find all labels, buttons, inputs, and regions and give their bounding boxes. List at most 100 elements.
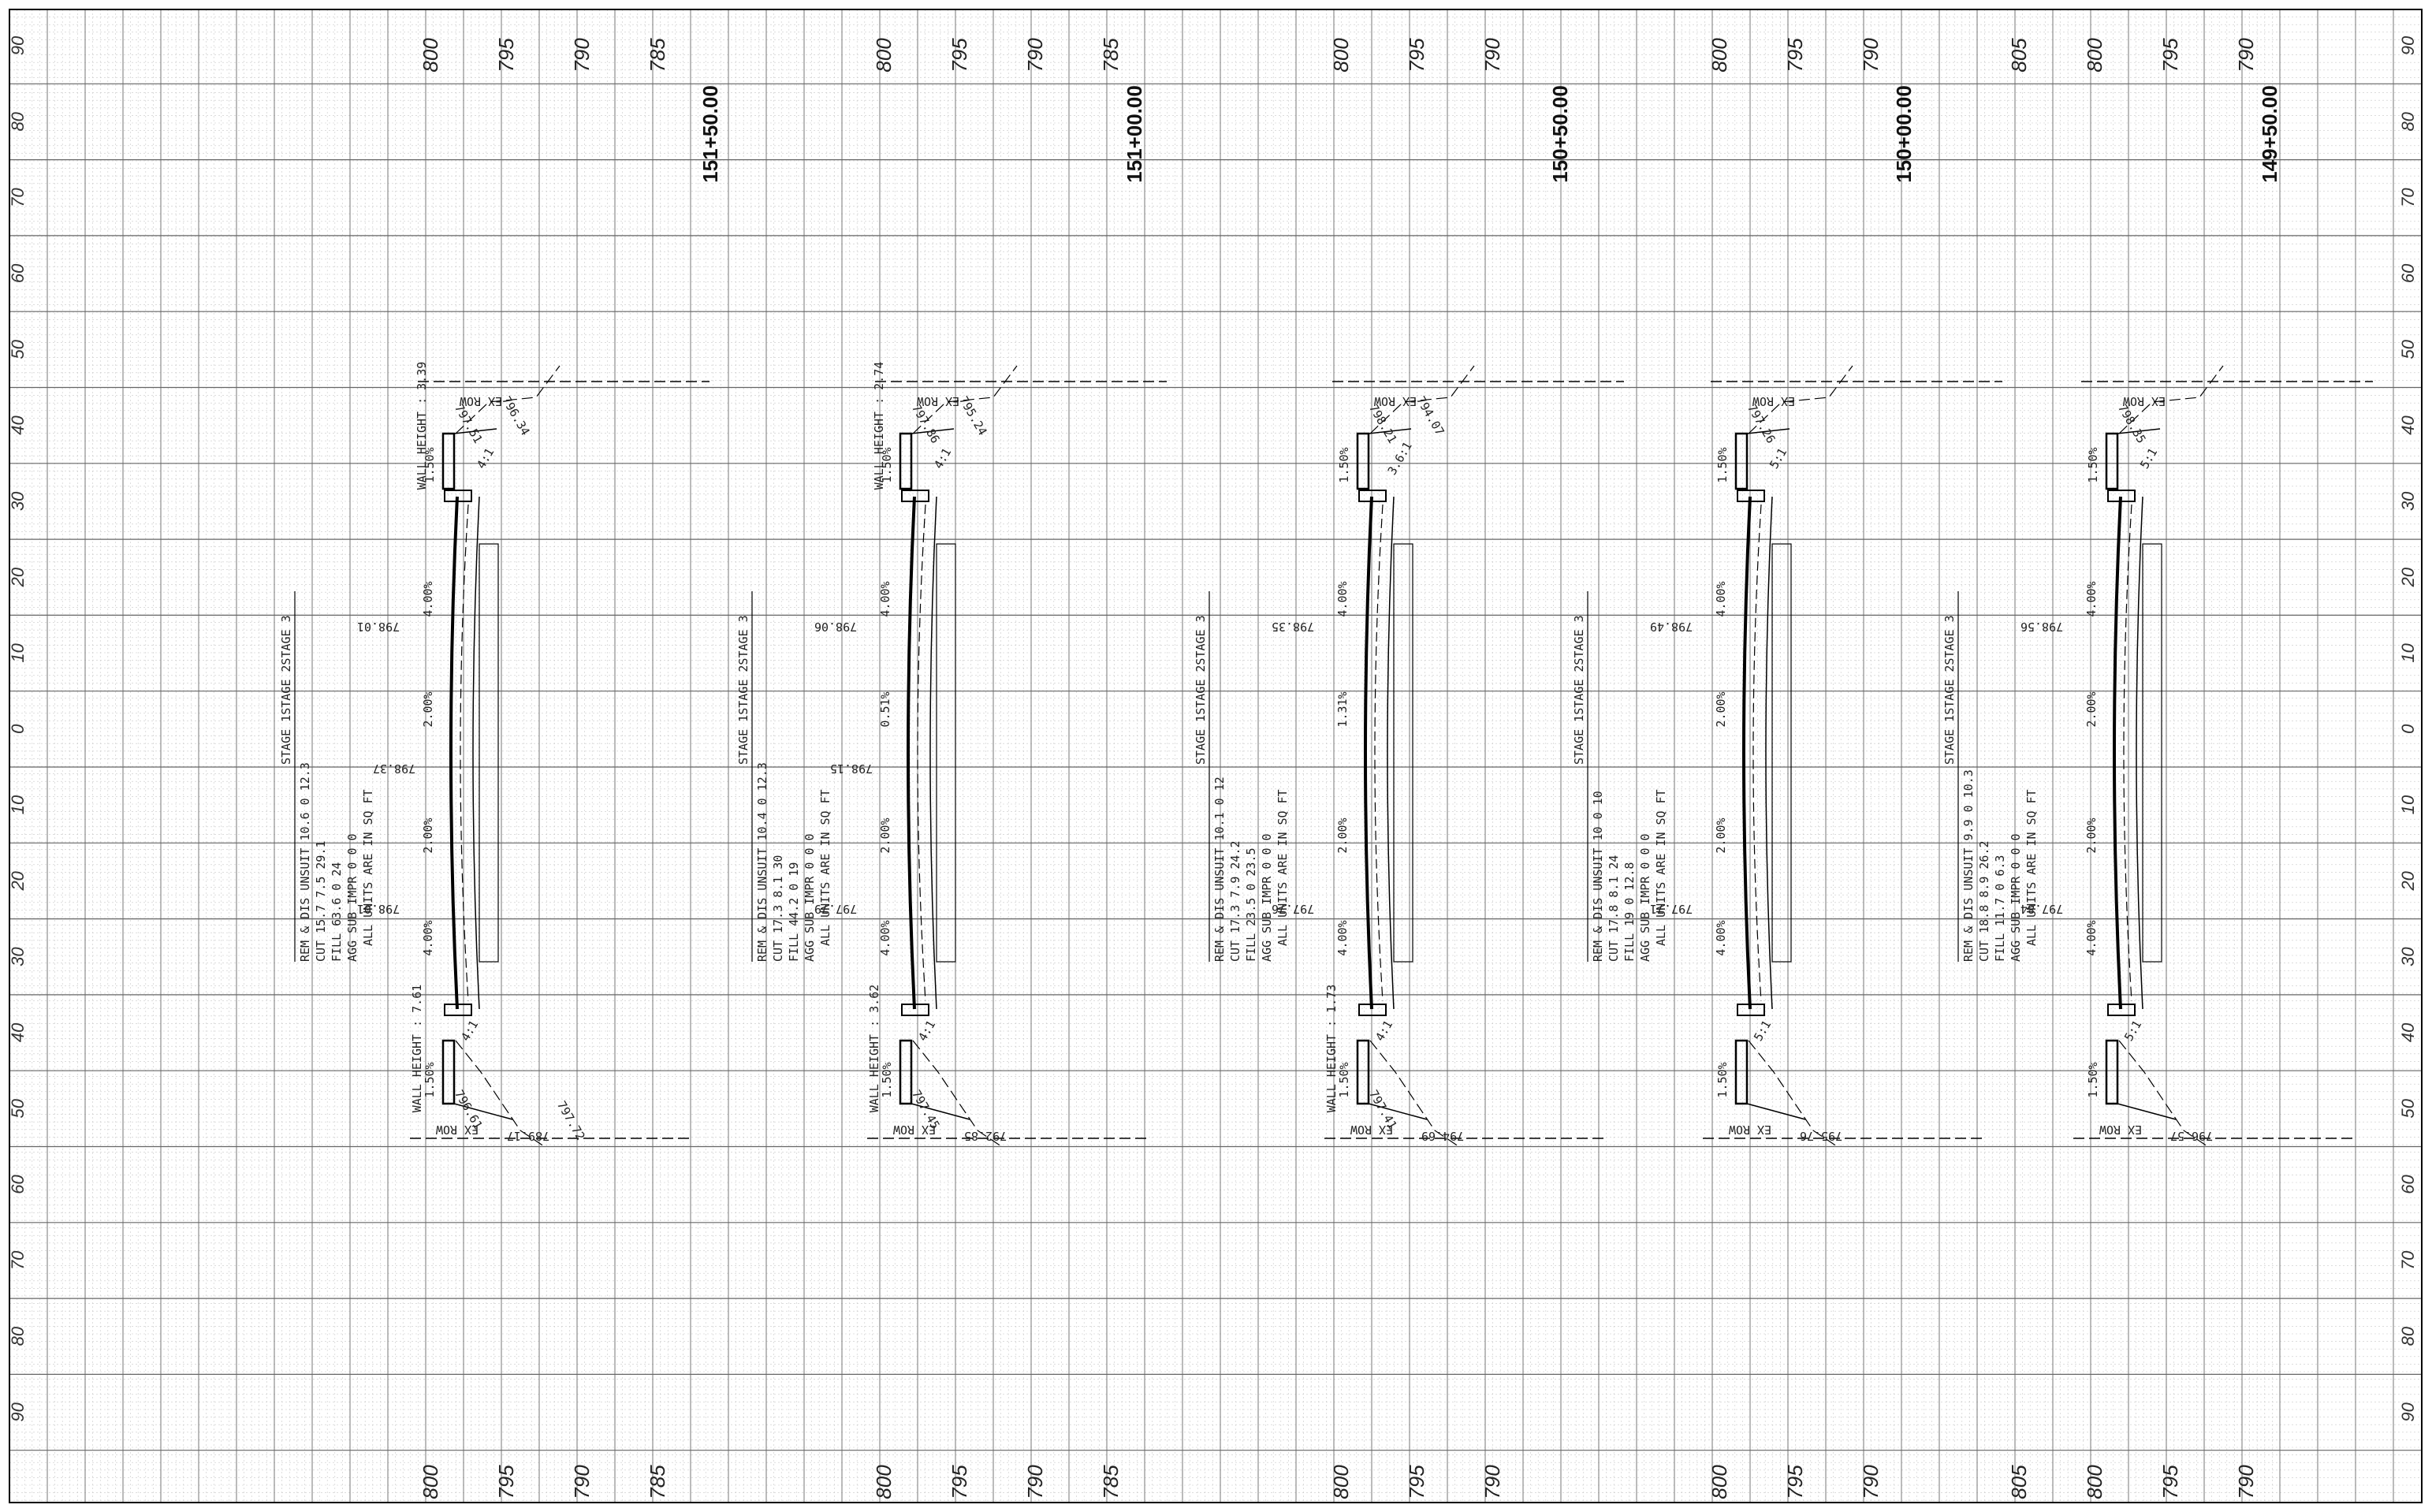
elevation-label-top: 795 <box>1405 38 1428 73</box>
right-axis-label: 30 <box>2398 491 2418 511</box>
left-axis-label: 40 <box>8 1022 28 1042</box>
curb-top <box>1737 490 1765 502</box>
elevation-label-top: 800 <box>2083 38 2106 73</box>
major-grid <box>9 9 2422 1503</box>
right-axis-label: 40 <box>2398 1022 2418 1042</box>
slope-ratio-bottom: 5:1 <box>1751 1018 1774 1043</box>
curb-bottom <box>1737 1004 1765 1016</box>
slope-ratio-top: 4:1 <box>931 445 954 471</box>
elevation-label-bottom: 790 <box>1023 1465 1047 1499</box>
cross-slope-label: 2.00% <box>421 817 435 853</box>
slope-line-bottom <box>2118 1040 2208 1147</box>
left-axis-label: 20 <box>8 870 28 891</box>
table-row: REM & DIS UNSUIT 9.9 0 10.3 <box>1961 769 1976 962</box>
elevation-label-bottom: 795 <box>1405 1465 1428 1499</box>
elevation-label-bottom: 790 <box>1859 1465 1883 1499</box>
pavement-surface <box>1364 496 1373 1010</box>
shoulder-bottom <box>1356 1039 1370 1105</box>
grade-line-bottom <box>2117 1103 2177 1120</box>
units-note: ALL UNITS ARE IN SQ FT <box>1654 789 1668 946</box>
shoulder-bottom <box>441 1039 456 1105</box>
cross-slope-label: 2.00% <box>1714 817 1728 853</box>
existing-ground-line <box>1752 504 1762 1002</box>
elevation-label-bottom: 795 <box>1783 1465 1807 1499</box>
elevation-label-top: 800 <box>1708 38 1731 73</box>
curb-top <box>444 490 472 502</box>
cross-slope-label: 4.00% <box>878 920 892 955</box>
curb-top <box>2107 490 2136 502</box>
table-row: REM & DIS UNSUIT 10.6 0 12.3 <box>298 762 312 962</box>
elevation-bottom-end: 792.85 <box>964 1129 1007 1143</box>
existing-ground-line <box>2123 504 2132 1002</box>
slope-elevation-top: 796.34 <box>499 394 533 438</box>
elevation-label-bottom: 805 <box>2007 1465 2031 1499</box>
cross-slope-label: 2.00% <box>1714 691 1728 727</box>
curb-bottom <box>444 1004 472 1016</box>
slope-ratio-bottom: 4:1 <box>915 1018 938 1043</box>
wall-height-top: WALL HEIGHT : 3.39 <box>415 362 429 490</box>
pavement-surface <box>449 496 459 1010</box>
units-note: ALL UNITS ARE IN SQ FT <box>1276 789 1290 946</box>
grade-line-top <box>1746 428 1790 434</box>
cross-slope-label: 2.00% <box>2084 817 2099 853</box>
pavement-base <box>1387 496 1395 1010</box>
table-row: CUT 17.3 7.9 24.2 <box>1228 840 1242 962</box>
units-note: ALL UNITS ARE IN SQ FT <box>361 789 375 946</box>
left-axis-label: 10 <box>8 642 28 662</box>
cross-slope-label: 4.00% <box>1714 581 1728 616</box>
curb-top <box>901 490 929 502</box>
quantity-table: STAGE 1STAGE 2STAGE 3 REM & DIS UNSUIT 9.… <box>1942 591 2039 962</box>
pavement-base <box>1765 496 1773 1010</box>
ex-row-label-bottom: EX ROW <box>892 1123 936 1137</box>
cross-slope-label: 4.00% <box>1335 920 1350 955</box>
left-axis-label: 70 <box>8 1250 28 1270</box>
station-label: 151+50.00 <box>698 85 722 183</box>
left-axis-label: 20 <box>8 567 28 587</box>
table-row: AGG SUB IMPR 0 0 0 <box>1260 833 1274 962</box>
elevation-center: 798.37 <box>373 762 415 776</box>
elevation-label-bottom: 790 <box>2234 1465 2258 1499</box>
shoulder-slope-top: 1.50% <box>1715 447 1730 482</box>
slope-line-bottom <box>1369 1040 1459 1147</box>
elevation-left: 798.01 <box>357 620 400 634</box>
right-axis-label: 50 <box>2398 339 2418 359</box>
shoulder-bottom <box>899 1039 913 1105</box>
slope-ratio-bottom: 4:1 <box>1372 1018 1395 1043</box>
cross-slope-label: 2.00% <box>1335 817 1350 853</box>
table-row: AGG SUB IMPR 0 0 0 <box>803 833 817 962</box>
station-label: 150+50.00 <box>1548 85 1572 183</box>
elevation-left: 798.56 <box>2020 620 2063 634</box>
station-label: 151+00.00 <box>1123 85 1146 183</box>
elevation-label-top: 790 <box>1023 38 1047 73</box>
curb-bottom <box>901 1004 929 1016</box>
cross-slope-label: 4.00% <box>421 920 435 955</box>
elevation-label-top: 805 <box>2007 38 2031 73</box>
slope-line-bottom <box>912 1040 1002 1147</box>
subbase-box <box>1393 543 1413 963</box>
shoulder-slope-bottom: 1.50% <box>423 1062 437 1097</box>
slope-line-top <box>1369 365 1475 434</box>
slope-ratio-top: 5:1 <box>1767 445 1790 471</box>
right-axis-label: 60 <box>2398 1175 2418 1194</box>
pavement-base <box>472 496 480 1010</box>
left-axis-label: 40 <box>8 415 28 435</box>
table-header: STAGE 1STAGE 2STAGE 3 <box>1572 615 1586 765</box>
slope-ratio-top: 3.6:1 <box>1385 439 1415 477</box>
right-axis-label: 70 <box>2398 1250 2418 1270</box>
shoulder-slope-bottom: 1.50% <box>1337 1062 1351 1097</box>
elevation-label-bottom: 795 <box>2158 1465 2182 1499</box>
elevation-label-bottom: 790 <box>1480 1465 1504 1499</box>
left-axis-label: 10 <box>8 795 28 814</box>
right-axis-label: 20 <box>2398 870 2418 891</box>
shoulder-bottom <box>2105 1039 2119 1105</box>
cross-slope-label: 4.00% <box>421 581 435 616</box>
right-axis-label: 90 <box>2398 35 2418 55</box>
table-header: STAGE 1STAGE 2STAGE 3 <box>1942 615 1957 765</box>
elevation-label-top: 785 <box>646 38 669 73</box>
shoulder-slope-bottom: 1.50% <box>880 1062 894 1097</box>
ex-row-label-bottom: EX ROW <box>1350 1123 1393 1137</box>
